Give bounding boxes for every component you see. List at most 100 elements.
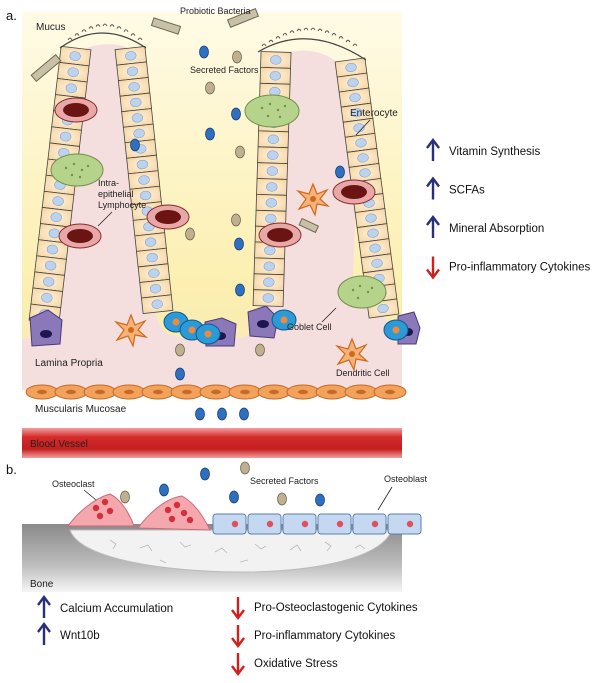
smooth-muscle-cell — [141, 384, 175, 400]
enterocyte — [141, 294, 174, 314]
effect-label: SCFAs — [449, 185, 485, 197]
secreted-factor — [231, 213, 241, 227]
intraepithelial-lymphocyte — [332, 179, 376, 205]
down-arrow-icon — [231, 625, 245, 648]
enterocyte — [127, 170, 161, 190]
iel-label-line3: Lymphocyte — [98, 200, 146, 210]
panel-a: a. Mucus Probiotic Bacteria Secreted Fac… — [6, 6, 590, 458]
effect-label: Calcium Accumulation — [60, 603, 173, 615]
enterocyte — [354, 208, 388, 229]
goblet-cell — [244, 94, 300, 128]
muscularis-mucosae-label: Muscularis Mucosae — [35, 404, 127, 415]
paneth-cell — [29, 309, 63, 347]
osteoblast-pointer — [377, 486, 393, 511]
secreted-factor — [229, 490, 239, 504]
secreted-factor — [175, 343, 185, 357]
osteoblast — [282, 513, 317, 535]
secreted-factor — [232, 50, 242, 64]
osteoclast-pointer — [83, 489, 97, 501]
intraepithelial-lymphocyte — [146, 204, 190, 230]
dendritic-cell — [334, 337, 370, 372]
osteoblast-row — [212, 513, 422, 535]
smooth-muscle-cell — [112, 384, 146, 400]
stem-cell — [383, 319, 409, 341]
enterocyte — [30, 287, 64, 309]
enterocyte — [256, 178, 288, 196]
enterocyte — [360, 253, 394, 274]
up-arrow-icon — [37, 622, 51, 645]
osteoclast — [67, 493, 135, 527]
enterocyte — [55, 78, 88, 99]
bone-resorption-pit — [69, 529, 393, 573]
secreted-factor — [175, 367, 185, 381]
enterocyte — [49, 126, 82, 147]
secreted-factor — [335, 165, 345, 179]
intraepithelial-lymphocyte — [58, 223, 102, 249]
iel-label-line2: epithelial — [98, 189, 134, 199]
effect-label: Oxidative Stress — [254, 658, 338, 670]
osteoclast — [137, 495, 211, 531]
effect-label: Pro-Osteoclastogenic Cytokines — [254, 602, 418, 614]
secreted-factor — [277, 492, 287, 506]
secreted-factor — [235, 145, 245, 159]
osteoblast — [247, 513, 282, 535]
osteoblast — [317, 513, 352, 535]
enterocyte — [356, 223, 390, 244]
iel-label-line1: Intra- — [98, 178, 119, 188]
smooth-muscle-cell — [344, 384, 378, 400]
enterocyte — [260, 51, 292, 69]
smooth-muscle-cell — [257, 384, 291, 400]
secreted-factor — [185, 227, 195, 241]
enterocyte — [334, 57, 368, 78]
effect-label: Wnt10b — [60, 630, 100, 642]
enterocyte — [126, 154, 159, 175]
enterocyte — [348, 162, 382, 183]
up-arrow-icon — [426, 138, 440, 161]
secreted-factors-b — [120, 461, 325, 507]
secreted-factor — [240, 461, 250, 475]
secreted-factor — [234, 237, 244, 251]
secreted-factor — [315, 493, 325, 507]
up-arrow-icon — [426, 215, 440, 238]
dendritic-cell — [113, 313, 149, 348]
enterocyte — [253, 273, 285, 292]
secreted-factor — [205, 127, 215, 141]
enterocyte-pointer — [355, 119, 371, 136]
secreted-factor — [255, 343, 265, 357]
blood-vessel — [22, 428, 402, 458]
osteoclast-label: Osteoclast — [52, 479, 95, 489]
secreted-factor — [159, 483, 169, 497]
iel-pointer — [97, 211, 113, 227]
goblet-cell — [337, 275, 387, 309]
crypt-cells — [59, 23, 367, 61]
mucus-label: Mucus — [36, 22, 65, 33]
goblet-cell — [50, 153, 104, 187]
paneth-cell — [247, 305, 279, 339]
enterocyte — [36, 239, 69, 260]
enterocyte — [257, 146, 289, 165]
muscularis-mucosae — [25, 384, 407, 400]
villus-interior — [22, 44, 398, 346]
enterocyte — [256, 162, 288, 180]
enterocyte — [137, 263, 171, 283]
enterocyte — [32, 271, 65, 292]
effects-list-b-right: Pro-Osteoclastogenic CytokinesPro-inflam… — [231, 597, 418, 676]
osteoblast — [212, 513, 247, 535]
enterocyte-label: Enterocyte — [350, 108, 398, 119]
secreted-factor — [130, 138, 140, 152]
enterocyte — [252, 289, 284, 307]
bone-matrix-texture — [109, 539, 366, 564]
enterocyte — [344, 132, 378, 153]
smooth-muscle-cell — [54, 384, 88, 400]
dendritic-cell — [295, 182, 331, 217]
up-arrow-icon — [37, 595, 51, 618]
epithelium-right-villus-right — [334, 57, 400, 319]
smooth-muscle-cell — [315, 384, 349, 400]
up-arrow-icon — [426, 176, 440, 200]
secreted-factor — [235, 283, 245, 297]
intraepithelial-lymphocyte — [54, 97, 98, 123]
smooth-muscle-cell — [199, 384, 233, 400]
